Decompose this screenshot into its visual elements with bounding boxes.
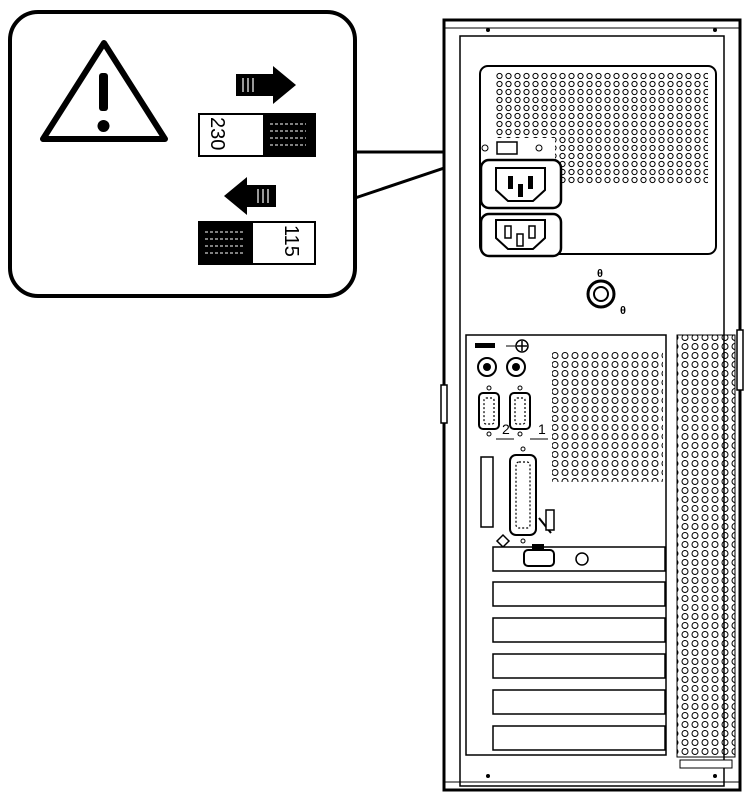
parallel-port[interactable] bbox=[509, 446, 537, 544]
svg-text:θ: θ bbox=[620, 305, 626, 317]
serial-port-2-label: 2 bbox=[502, 421, 510, 437]
keylock-icon[interactable]: θ θ bbox=[586, 268, 626, 317]
serial-port-1-label: 1 bbox=[538, 421, 546, 437]
power-supply bbox=[479, 65, 717, 258]
power-inlet-icon[interactable] bbox=[479, 158, 563, 210]
power-outlet-icon[interactable] bbox=[479, 212, 563, 258]
ps2-port-mouse[interactable] bbox=[477, 357, 497, 377]
serial-port-1[interactable] bbox=[509, 385, 531, 437]
io-vent-grille bbox=[552, 350, 663, 482]
voltage-callout: 230 115 bbox=[8, 10, 475, 298]
warning-triangle-icon bbox=[40, 40, 168, 142]
pc-chassis-rear: θ θ bbox=[440, 18, 744, 792]
switch-115: 115 bbox=[198, 221, 316, 265]
arrow-left-icon bbox=[224, 177, 276, 215]
expansion-slot-3 bbox=[492, 653, 666, 679]
expansion-slot-5 bbox=[492, 725, 666, 751]
serial-port-2[interactable] bbox=[478, 385, 500, 437]
ps2-port-keyboard[interactable] bbox=[506, 357, 526, 377]
ground-symbol-icon bbox=[475, 339, 529, 353]
arrow-right-icon bbox=[236, 66, 296, 104]
svg-text:θ: θ bbox=[597, 268, 603, 280]
expansion-slot-2 bbox=[492, 617, 666, 643]
switch-115-label: 115 bbox=[280, 225, 302, 257]
io-panel: 2 1 bbox=[465, 334, 667, 756]
vga-card-bracket bbox=[492, 533, 666, 572]
side-vent-grille bbox=[676, 334, 736, 758]
psu-fan-grille bbox=[496, 72, 708, 184]
switch-230-label: 230 bbox=[206, 117, 228, 150]
switch-230: 230 bbox=[198, 113, 316, 157]
expansion-slot-left bbox=[480, 456, 494, 528]
expansion-slot-4 bbox=[492, 689, 666, 715]
vga-port[interactable] bbox=[523, 549, 555, 567]
voltage-switch[interactable] bbox=[496, 141, 518, 155]
expansion-slot-1 bbox=[492, 581, 666, 607]
